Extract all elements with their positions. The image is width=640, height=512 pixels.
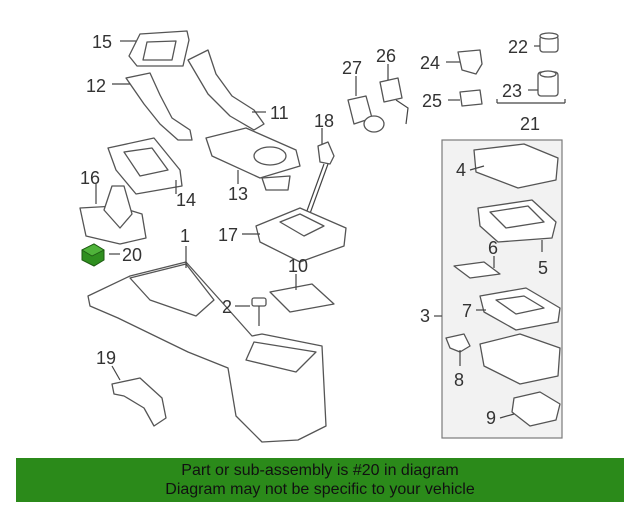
- label-1: 1: [180, 226, 190, 246]
- part-13-cup-holder[interactable]: [205, 127, 301, 191]
- label-5: 5: [538, 258, 548, 278]
- label-4: 4: [456, 160, 466, 180]
- part-17-shift-lever[interactable]: [255, 163, 347, 263]
- label-22: 22: [508, 37, 528, 57]
- label-6: 6: [488, 238, 498, 258]
- part-26-socket[interactable]: [379, 77, 409, 125]
- part-6-pad[interactable]: [453, 261, 501, 279]
- part-23-socket[interactable]: [537, 70, 559, 97]
- part-12-side-trim[interactable]: [125, 72, 193, 141]
- leader-lines: [95, 40, 543, 419]
- part-4-armrest-lid[interactable]: [473, 143, 559, 189]
- caption-line-1: Part or sub-assembly is #20 in diagram: [181, 462, 459, 479]
- caption-banner: Part or sub-assembly is #20 in diagram D…: [16, 458, 624, 502]
- part-18-shift-knob[interactable]: [317, 141, 335, 165]
- part-24-bracket[interactable]: [457, 49, 483, 75]
- label-9: 9: [486, 408, 496, 428]
- part-10-pad[interactable]: [269, 283, 335, 313]
- part-11-side-trim[interactable]: [187, 49, 265, 131]
- label-12: 12: [86, 76, 106, 96]
- part-16-shift-boot[interactable]: [79, 185, 147, 245]
- part-1-console-body[interactable]: [87, 261, 327, 443]
- label-15: 15: [92, 32, 112, 52]
- label-26: 26: [376, 46, 396, 66]
- part-5-lid-frame[interactable]: [477, 199, 557, 243]
- group-box-3: [441, 139, 563, 439]
- label-11: 11: [270, 103, 289, 123]
- label-14: 14: [176, 190, 196, 210]
- part-2-screw[interactable]: [251, 297, 267, 326]
- part-7-tray[interactable]: [479, 287, 561, 331]
- label-27: 27: [342, 58, 362, 78]
- part-22-plug[interactable]: [539, 32, 559, 53]
- part-19-cable[interactable]: [111, 377, 167, 427]
- label-2: 2: [222, 297, 232, 317]
- part-14-bracket-panel[interactable]: [107, 137, 183, 195]
- parts-diagram: 15 12 11 14 13 16 17 18 20 1 10 2 19 27 …: [79, 30, 566, 443]
- label-18: 18: [314, 111, 334, 131]
- label-10: 10: [288, 256, 308, 276]
- part-box-lower: [479, 333, 561, 385]
- label-13: 13: [228, 184, 248, 204]
- part-25-clip[interactable]: [459, 89, 483, 107]
- group-bracket-21: [496, 99, 566, 104]
- part-9-latch[interactable]: [511, 391, 561, 427]
- callout-labels: 15 12 11 14 13 16 17 18 20 1 10 2 19 27 …: [80, 32, 548, 428]
- label-8: 8: [454, 370, 464, 390]
- part-27-socket[interactable]: [347, 95, 385, 133]
- label-25: 25: [422, 91, 442, 111]
- label-16: 16: [80, 168, 100, 188]
- label-23: 23: [502, 81, 522, 101]
- label-7: 7: [462, 301, 472, 321]
- caption-line-2: Diagram may not be specific to your vehi…: [165, 481, 475, 498]
- part-8-clip[interactable]: [445, 333, 471, 353]
- part-15-tray-plate[interactable]: [128, 30, 190, 67]
- label-24: 24: [420, 53, 440, 73]
- label-20: 20: [122, 245, 142, 265]
- label-17: 17: [218, 225, 238, 245]
- label-19: 19: [96, 348, 116, 368]
- label-21: 21: [520, 114, 540, 134]
- label-3: 3: [420, 306, 430, 326]
- part-20-clip[interactable]: [81, 243, 105, 267]
